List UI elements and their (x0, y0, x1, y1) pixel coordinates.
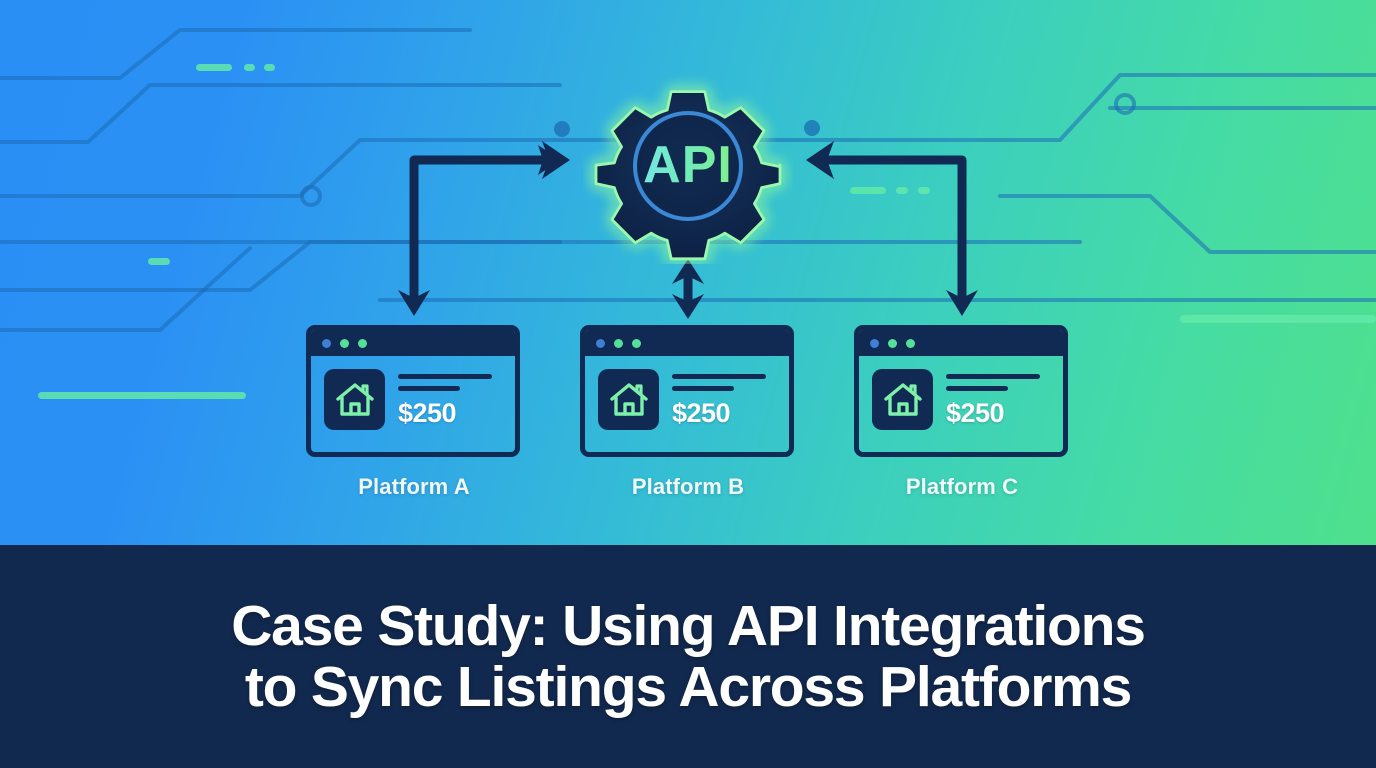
listing-row: $250 (585, 356, 789, 430)
platform-card-b[interactable]: $250 Platform B (580, 325, 796, 500)
platform-label: Platform C (905, 474, 1019, 499)
window-titlebar (311, 330, 515, 356)
listing-meta: $250 (398, 372, 492, 427)
flow-arrows (398, 141, 978, 319)
title-line-1: Case Study: Using API Integrations (231, 593, 1146, 658)
arrow-to-hub-left (409, 155, 561, 310)
listing-thumbnail (324, 369, 385, 430)
hero-illustration: API (0, 0, 1376, 545)
window-dot-green-icon (614, 338, 623, 348)
api-hub: API (583, 68, 793, 264)
browser-window: $250 (854, 325, 1068, 457)
platform-label: Platform A (358, 474, 470, 499)
house-icon (609, 383, 648, 416)
listing-thumbnail (598, 369, 659, 430)
listing-line-2 (398, 386, 460, 391)
browser-window: $250 (306, 325, 520, 457)
listing-price: $250 (672, 398, 731, 428)
window-dot-blue-icon (322, 338, 331, 348)
listing-line-1 (398, 374, 492, 379)
window-dot-green-icon (632, 338, 641, 348)
window-dot-green-icon (888, 338, 897, 348)
window-dot-green-icon (340, 338, 349, 348)
window-dot-blue-icon (870, 338, 879, 348)
listing-thumbnail (872, 369, 933, 430)
arrow-to-hub-right (815, 155, 967, 310)
listing-line-2 (946, 386, 1008, 391)
platform-label: Platform B (631, 474, 745, 499)
listing-line-1 (946, 374, 1040, 379)
title-banner: Case Study: Using API Integrations to Sy… (0, 545, 1376, 768)
window-titlebar (585, 330, 789, 356)
gear-icon: API (593, 88, 783, 262)
listing-line-1 (672, 374, 766, 379)
browser-window: $250 (580, 325, 794, 457)
listing-row: $250 (311, 356, 515, 430)
window-dot-blue-icon (596, 338, 605, 348)
circuit-background (0, 28, 1376, 399)
listing-meta: $250 (946, 372, 1040, 427)
listing-price: $250 (398, 398, 457, 428)
api-label: API (643, 136, 733, 194)
platform-card-a[interactable]: $250 Platform A (306, 325, 522, 500)
listing-price: $250 (946, 398, 1005, 428)
platform-card-c[interactable]: $250 Platform C (854, 325, 1070, 500)
window-dot-green-icon (358, 338, 367, 348)
listing-row: $250 (859, 356, 1063, 430)
listing-line-2 (672, 386, 734, 391)
window-dot-green-icon (906, 338, 915, 348)
banner-title-block: Case Study: Using API Integrations to Sy… (0, 545, 1376, 768)
house-icon (883, 383, 922, 416)
title-line-2: to Sync Listings Across Platforms (244, 654, 1133, 719)
window-titlebar (859, 330, 1063, 356)
listing-meta: $250 (672, 372, 766, 427)
house-icon (335, 383, 374, 416)
